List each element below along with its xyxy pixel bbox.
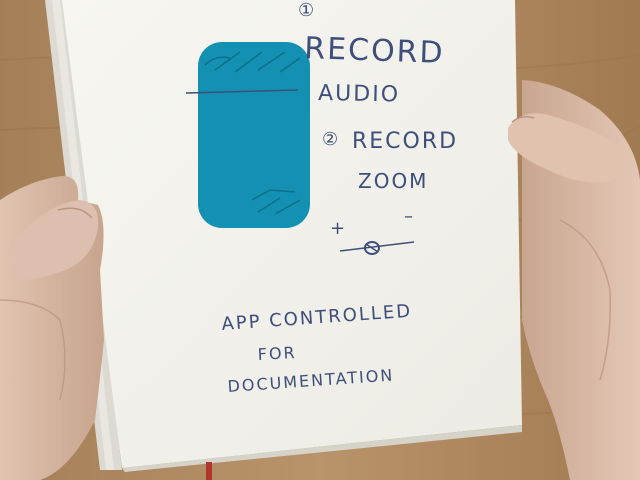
step2-line2: ZOOM	[358, 169, 428, 193]
slider-knob-sketch	[364, 241, 380, 255]
caption-line2: FOR	[257, 343, 297, 364]
sketch-paper	[62, 0, 522, 480]
step1-number: ①	[298, 0, 316, 21]
minus-label: –	[404, 206, 415, 227]
right-hand	[508, 80, 640, 480]
left-hand	[0, 175, 104, 480]
handwritten-notes: ① RECORD AUDIO ② RECORD ZOOM + – APP CON…	[221, 0, 458, 396]
zoom-slider-sketch: + –	[330, 206, 415, 255]
right-thumb	[508, 113, 622, 183]
plus-label: +	[330, 218, 347, 239]
step2-number: ②	[322, 129, 340, 150]
step1-line1: RECORD	[304, 31, 445, 71]
step2-line1: RECORD	[352, 129, 458, 154]
ribbon-bookmark	[206, 462, 212, 480]
device-sketch	[185, 42, 310, 228]
left-thumb	[8, 200, 99, 281]
step1-line2: AUDIO	[318, 81, 400, 107]
